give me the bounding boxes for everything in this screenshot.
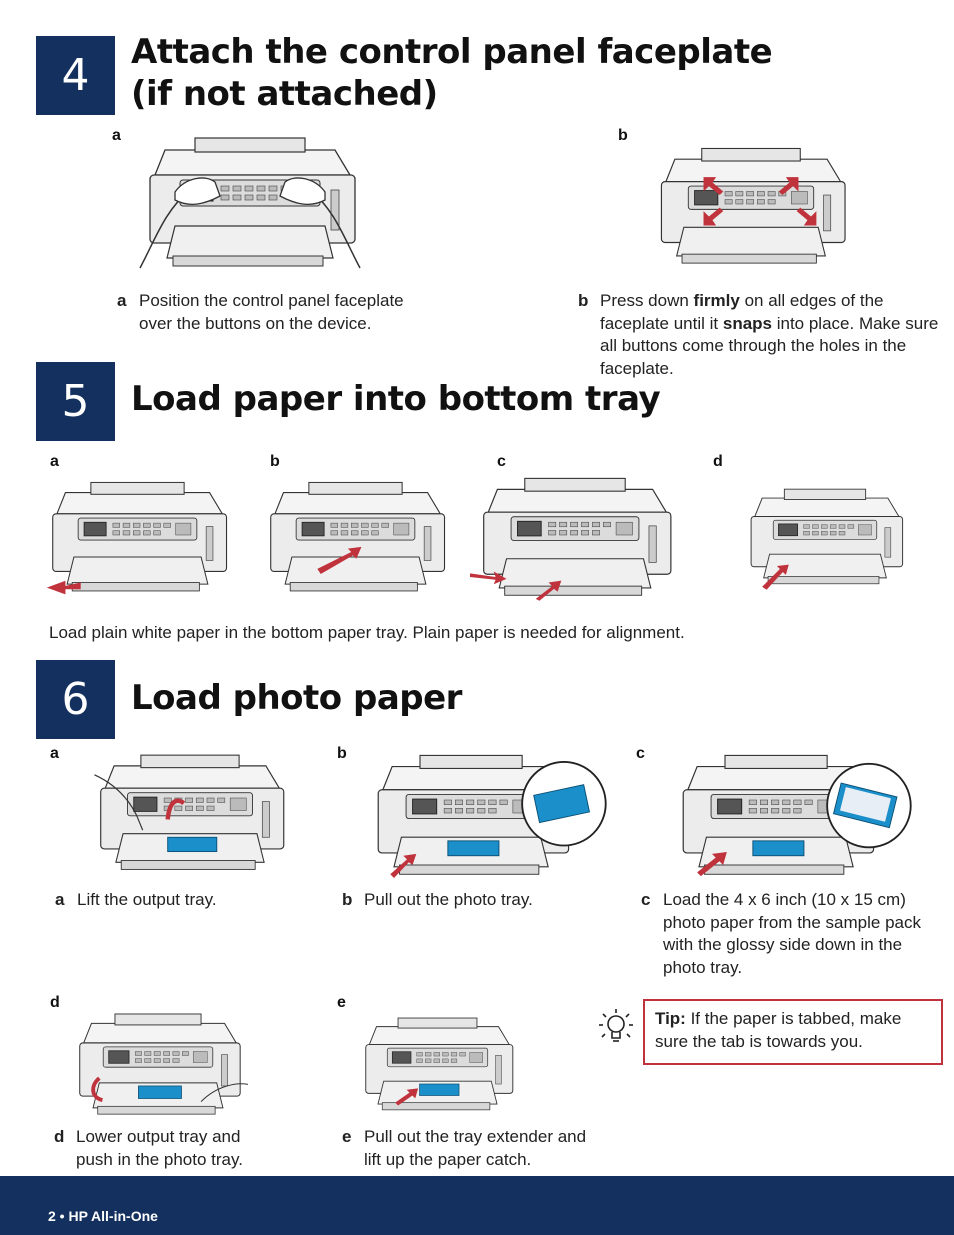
caption-text: Position the control panel faceplate ove…: [139, 291, 404, 333]
load-paper-step-b-illustration: [270, 481, 446, 592]
tip-box: Tip: If the paper is tabbed, make sure t…: [643, 999, 943, 1065]
step-6-label-b: b: [337, 745, 347, 762]
step-4-number: 4: [36, 36, 115, 115]
load-paper-step-d-illustration: [750, 488, 904, 590]
caption-text: Lift the output tray.: [77, 890, 217, 909]
footer-page-label: 2 • HP All-in-One: [48, 1208, 158, 1224]
pull-tray-extender-illustration: [365, 1017, 514, 1111]
load-paper-step-c-illustration: [470, 477, 672, 601]
step-4-title-line2: (if not attached): [131, 74, 438, 114]
caption-text: on all edges of the faceplate until it: [600, 291, 884, 333]
caption-text: Pull out the tray extender and lift up t…: [364, 1127, 587, 1169]
caption-text: Load the 4 x 6 inch (10 x 15 cm) photo p…: [663, 890, 921, 977]
step-6-label-a: a: [50, 745, 59, 762]
printer-faceplate-press-illustration: [660, 147, 846, 264]
step-6-caption-d: d Lower output tray and push in the phot…: [54, 1126, 276, 1171]
step-6-label-c: c: [636, 745, 645, 762]
tip-text: If the paper is tabbed, make sure the ta…: [655, 1009, 902, 1051]
caption-text: Pull out the photo tray.: [364, 890, 533, 909]
step-6-caption-b: b Pull out the photo tray.: [342, 889, 614, 912]
lower-output-tray-illustration: [79, 1013, 248, 1115]
step-5-label-d: d: [713, 453, 723, 470]
caption-key: d: [54, 1127, 65, 1146]
step-4-title: Attach the control panel faceplate (if n…: [131, 31, 773, 115]
lift-output-tray-illustration: [94, 754, 285, 870]
caption-key: b: [342, 890, 353, 909]
load-photo-paper-illustration: [682, 754, 912, 877]
caption-text: into place. Make sure all buttons come t…: [600, 313, 939, 378]
step-5-label-c: c: [497, 453, 506, 470]
step-6-label-d: d: [50, 994, 60, 1011]
step-5-title: Load paper into bottom tray: [131, 379, 661, 419]
step-4-label-a: a: [112, 127, 121, 144]
step-6-title: Load photo paper: [131, 678, 462, 718]
caption-key: c: [641, 890, 651, 909]
step-6-number: 6: [36, 660, 115, 739]
caption-key: b: [578, 291, 589, 310]
step-6-caption-a: a Lift the output tray.: [55, 889, 317, 912]
caption-key: a: [55, 890, 65, 909]
footer-bar: 2 • HP All-in-One: [0, 1176, 954, 1235]
step-5-label-b: b: [270, 453, 280, 470]
step-4-title-line1: Attach the control panel faceplate: [131, 32, 773, 72]
caption-text: Lower output tray and push in the photo …: [76, 1127, 243, 1169]
caption-text: Press down: [600, 291, 694, 310]
caption-emphasis-firmly: firmly: [693, 291, 740, 310]
step-4-label-b: b: [618, 127, 628, 144]
lightbulb-icon: [599, 1009, 633, 1042]
step-6-label-e: e: [337, 994, 346, 1011]
caption-emphasis-snaps: snaps: [722, 313, 772, 333]
step-5-number: 5: [36, 362, 115, 441]
tip-label: Tip:: [655, 1009, 686, 1028]
step-5-caption: Load plain white paper in the bottom pap…: [49, 623, 685, 642]
step-5-label-a: a: [50, 453, 59, 470]
caption-key: a: [117, 291, 127, 310]
pull-photo-tray-illustration: [377, 754, 607, 878]
caption-key: e: [342, 1127, 352, 1146]
printer-faceplate-hands-illustration: [139, 137, 361, 269]
load-paper-step-a-illustration: [46, 481, 228, 595]
step-6-caption-c: c Load the 4 x 6 inch (10 x 15 cm) photo…: [641, 889, 948, 979]
step-4-caption-a: a Position the control panel faceplate o…: [117, 290, 439, 335]
step-4-caption-b: b Press down firmly on all edges of the …: [578, 290, 940, 380]
step-6-caption-e: e Pull out the tray extender and lift up…: [342, 1126, 604, 1171]
